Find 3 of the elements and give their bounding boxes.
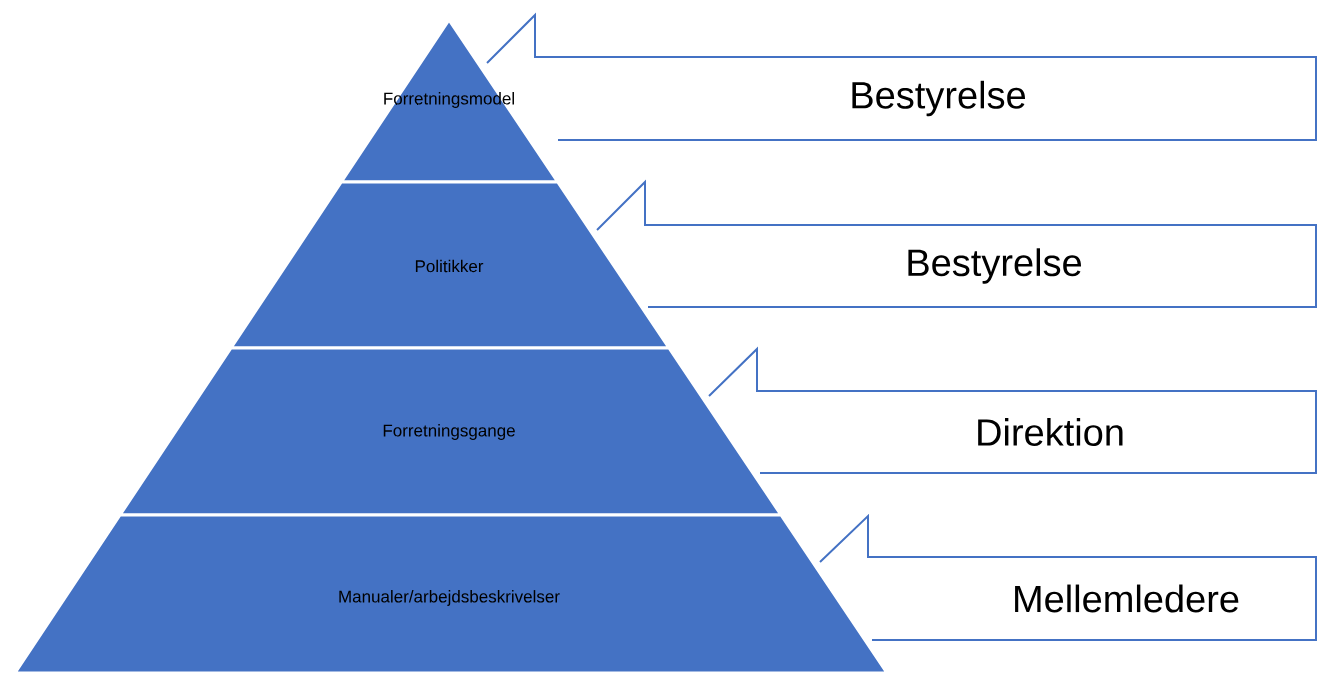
callout-box: Bestyrelse — [596, 179, 1317, 308]
callout-box: Mellemledere — [819, 513, 1317, 641]
callout-box: Direktion — [708, 346, 1317, 474]
